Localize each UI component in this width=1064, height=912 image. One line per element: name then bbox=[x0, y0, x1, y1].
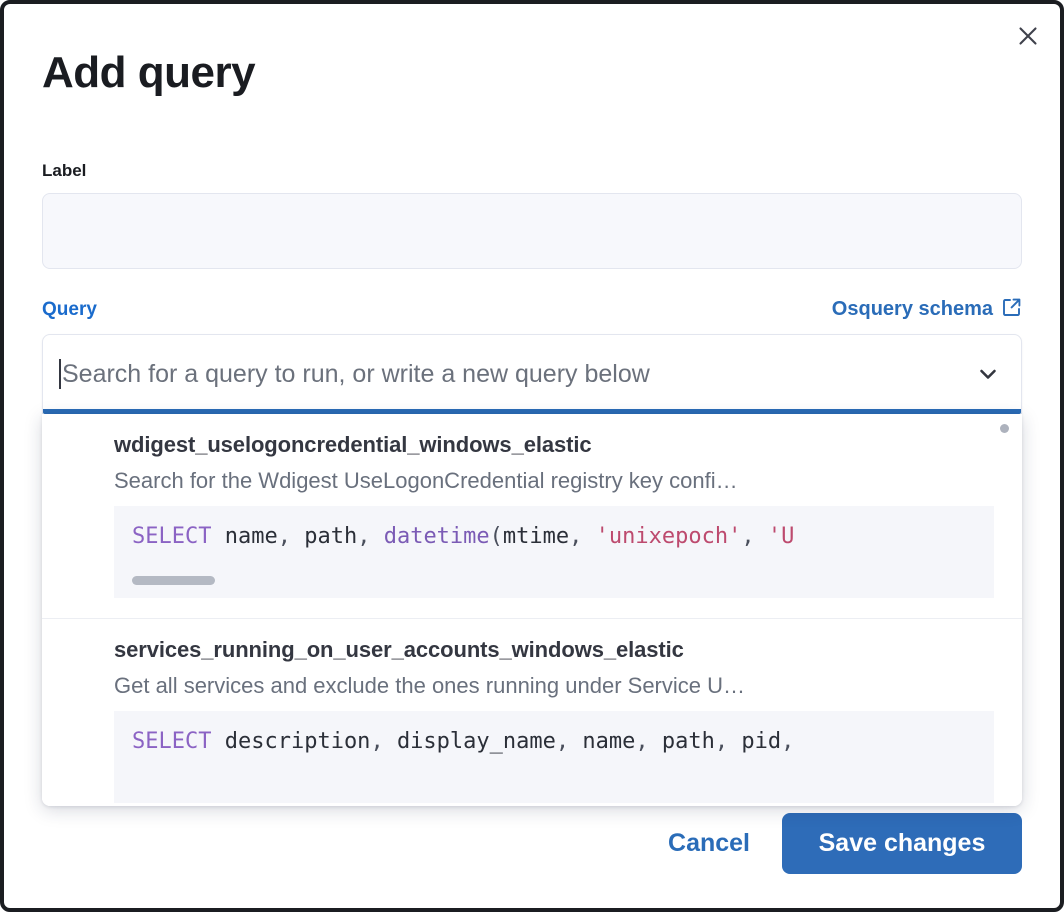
option-title: wdigest_uselogoncredential_windows_elast… bbox=[114, 431, 592, 457]
query-field-label: Query bbox=[42, 298, 97, 320]
sql-code-line: SELECT name, path, datetime(mtime, 'unix… bbox=[132, 523, 795, 549]
option-description: Get all services and exclude the ones ru… bbox=[114, 672, 746, 698]
sql-code-line: SELECT description, display_name, name, … bbox=[132, 728, 795, 754]
dropdown-scrollbar[interactable] bbox=[1000, 423, 1009, 433]
option-sql-preview: SELECT description, display_name, name, … bbox=[114, 710, 994, 803]
option-sql-preview: SELECT name, path, datetime(mtime, 'unix… bbox=[114, 505, 994, 598]
label-field-label: Label bbox=[42, 160, 87, 180]
label-input[interactable] bbox=[42, 192, 1022, 269]
query-search-combobox[interactable]: Search for a query to run, or write a ne… bbox=[42, 333, 1022, 414]
save-changes-button[interactable]: Save changes bbox=[782, 813, 1022, 874]
cancel-button[interactable]: Cancel bbox=[662, 819, 756, 868]
input-focus-bar bbox=[43, 408, 1021, 414]
query-search-placeholder: Search for a query to run, or write a ne… bbox=[62, 359, 650, 388]
sql-horizontal-scrollbar[interactable] bbox=[132, 575, 215, 585]
external-link-icon bbox=[1002, 297, 1022, 323]
list-item[interactable]: wdigest_uselogoncredential_windows_elast… bbox=[42, 413, 1022, 618]
osquery-schema-link[interactable]: Osquery schema bbox=[832, 297, 1022, 323]
close-icon bbox=[1017, 25, 1039, 47]
option-description: Search for the Wdigest UseLogonCredentia… bbox=[114, 467, 738, 493]
query-combobox-wrapper: Search for a query to run, or write a ne… bbox=[42, 333, 1022, 806]
list-item[interactable]: services_running_on_user_accounts_window… bbox=[42, 617, 1022, 806]
query-options-dropdown: wdigest_uselogoncredential_windows_elast… bbox=[42, 413, 1022, 806]
query-header-row: Query Osquery schema bbox=[42, 297, 1022, 323]
option-title: services_running_on_user_accounts_window… bbox=[114, 636, 684, 662]
page-title: Add query bbox=[42, 48, 256, 97]
modal-footer: Cancel Save changes bbox=[42, 813, 1022, 874]
text-caret bbox=[59, 359, 61, 390]
close-icon-button[interactable] bbox=[1008, 16, 1048, 56]
osquery-schema-link-label: Osquery schema bbox=[831, 298, 993, 321]
modal-body: Add query Label Query Osquery schema Sea… bbox=[4, 4, 1060, 908]
chevron-down-icon[interactable] bbox=[971, 357, 1005, 391]
